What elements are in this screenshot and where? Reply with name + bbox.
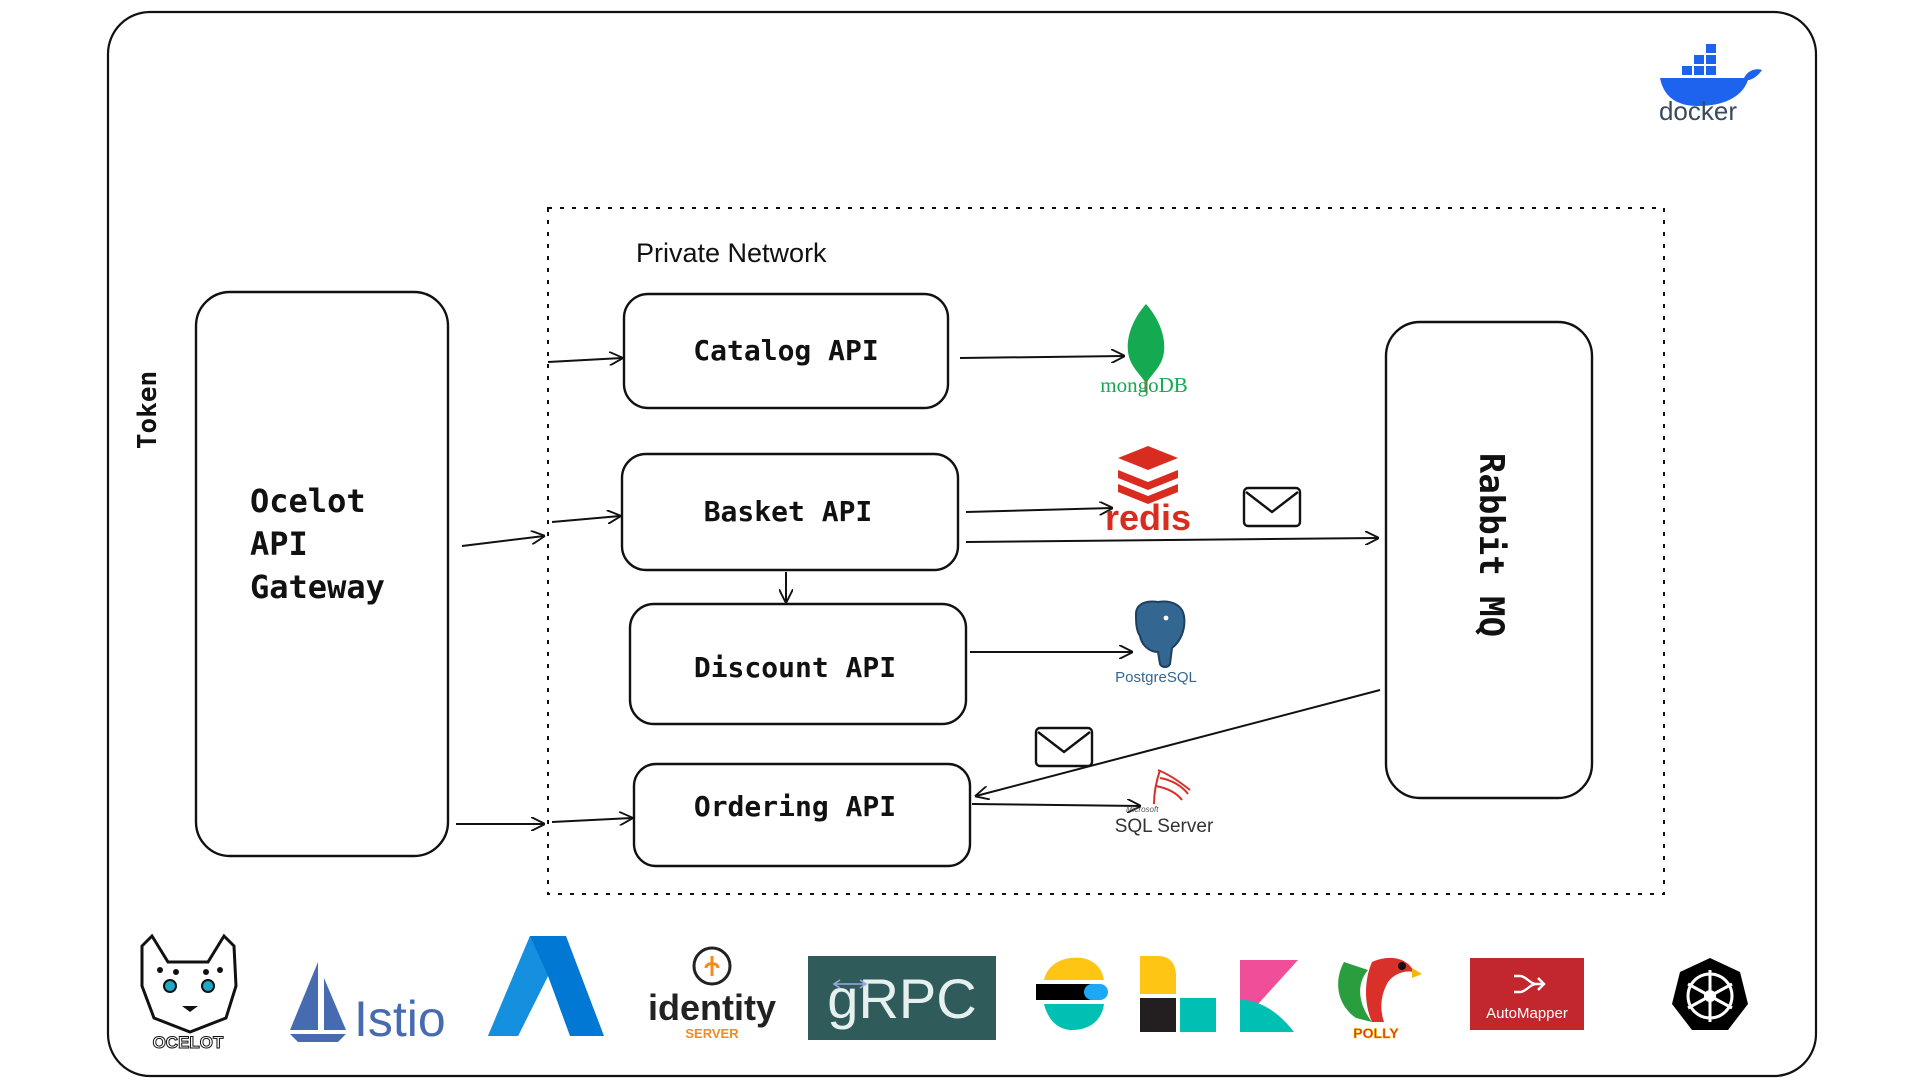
private-network-label: Private Network (636, 238, 827, 268)
polly-logo: POLLY (1338, 957, 1422, 1041)
identityserver-logo: identity SERVER (648, 946, 776, 1041)
catalog-api-box: Catalog API (622, 292, 950, 410)
grpc-label: gRPC (827, 967, 976, 1030)
istio-label: Istio (354, 991, 446, 1047)
envelope-icon (1242, 486, 1302, 528)
gateway-line-3: Gateway (250, 568, 385, 606)
automapper-icon (1514, 974, 1546, 994)
sqlserver-logo: Microsoft SQL Server (1115, 769, 1214, 837)
docker-whale-icon (1660, 44, 1762, 106)
istio-logo: Istio (290, 962, 446, 1047)
footer-logos: OCELOT Istio identity SERVER (140, 933, 1748, 1053)
sqlserver-icon (1153, 769, 1191, 805)
automapper-logo: AutoMapper (1470, 958, 1584, 1030)
arrow-basket-to-rabbitmq (965, 538, 1378, 542)
ocelot-gateway-box: Ocelot API Gateway (194, 290, 450, 858)
ocelot-logo: OCELOT (140, 933, 238, 1053)
discount-api-box: Discount API (628, 602, 968, 726)
polly-parrot-icon (1338, 957, 1422, 1022)
arrow-ordering-to-sqlserver (971, 804, 1140, 806)
elephant-icon (1134, 600, 1186, 668)
rabbitmq-label: Rabbit MQ (1471, 453, 1511, 637)
ordering-api-box: Ordering API (632, 762, 972, 868)
rabbitmq-box: Rabbit MQ (1384, 320, 1594, 800)
grpc-logo: gRPC (808, 956, 996, 1040)
ocelot-label: OCELOT (153, 1033, 224, 1052)
logstash-logo (1140, 956, 1216, 1032)
mongodb-label: mongoDB (1100, 373, 1188, 397)
docker-label: docker (1659, 96, 1737, 126)
arrow-to-basket (551, 516, 620, 522)
postgresql-label: PostgreSQL (1115, 669, 1197, 686)
ordering-api-label: Ordering API (694, 790, 896, 823)
token-label: Token (133, 371, 163, 449)
azure-logo (488, 936, 604, 1036)
envelope-icon (1034, 726, 1094, 768)
elastic-icon (1044, 957, 1104, 980)
discount-api-label: Discount API (694, 651, 896, 684)
sqlserver-label: SQL Server (1115, 816, 1214, 837)
arrow-catalog-to-mongodb (959, 356, 1124, 358)
basket-api-label: Basket API (704, 495, 873, 528)
polly-label: POLLY (1353, 1025, 1399, 1041)
gateway-line-2: API (250, 525, 308, 563)
gateway-line-1: Ocelot (250, 482, 366, 520)
arrow-rabbitmq-to-ordering (976, 689, 1381, 796)
arrows (456, 356, 1381, 824)
postgresql-logo: PostgreSQL (1115, 600, 1197, 686)
mongodb-logo: mongoDB (1100, 304, 1188, 397)
outer-frame (106, 10, 1818, 1078)
identity-label: identity (648, 987, 776, 1028)
basket-api-box: Basket API (620, 452, 960, 572)
arrow-to-ordering (551, 818, 632, 822)
redis-label: redis (1105, 497, 1191, 538)
arrow-basket-to-redis (965, 508, 1112, 512)
istio-sail-icon (290, 962, 346, 1042)
mongodb-leaf-icon (1127, 304, 1165, 384)
identity-sub-label: SERVER (685, 1026, 739, 1041)
grpc-arrow-icon (832, 979, 868, 989)
docker-logo: docker (1659, 44, 1762, 126)
arrow-gateway-to-network-1 (461, 536, 544, 547)
redis-logo: redis (1105, 446, 1191, 538)
automapper-label: AutoMapper (1486, 1005, 1568, 1022)
sqlserver-small-label: Microsoft (1126, 805, 1159, 814)
ocelot-cat-icon (140, 933, 238, 1034)
redis-stack-icon (1118, 446, 1178, 504)
elastic-logo (1036, 957, 1108, 1030)
arrow-to-catalog (547, 358, 622, 362)
identity-icon (692, 946, 732, 986)
catalog-api-label: Catalog API (693, 334, 878, 367)
kibana-logo (1240, 960, 1298, 1032)
kubernetes-logo (1672, 958, 1748, 1030)
logstash-icon (1140, 956, 1176, 994)
